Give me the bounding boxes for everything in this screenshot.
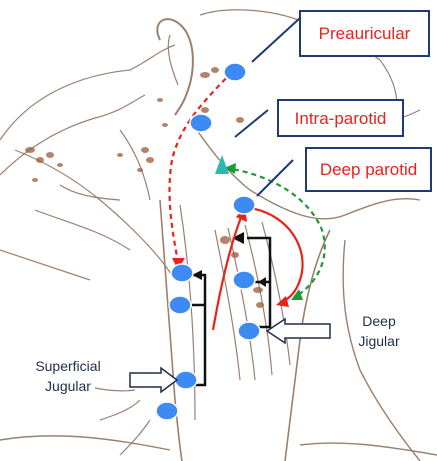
intraparotid-triangle-icon bbox=[215, 155, 229, 174]
deep-jugular-node-2 bbox=[237, 321, 261, 341]
intraparotid-node bbox=[189, 113, 213, 133]
superficial-jugular-label: Superficial Jugular bbox=[35, 358, 101, 394]
deep-jugular-node-1 bbox=[232, 270, 256, 290]
superficial-jugular-node-1 bbox=[170, 263, 194, 283]
superficial-jugular-node-3 bbox=[174, 370, 198, 390]
label-leader-lines bbox=[234, 17, 301, 197]
preauricular-node bbox=[223, 62, 247, 82]
preauricular-label: Preauricular bbox=[299, 10, 430, 57]
intraparotid-green-arrow bbox=[224, 163, 326, 300]
intra-parotid-label: Intra-parotid bbox=[277, 99, 404, 137]
superficial-jugular-callout-arrow-icon bbox=[129, 366, 179, 394]
lymph-nodes bbox=[155, 62, 261, 421]
deep-parotid-node bbox=[232, 195, 256, 215]
deep-parotid-red-arrow bbox=[249, 206, 304, 307]
bracket-arrowheads bbox=[192, 232, 266, 287]
deep-jugular-callout-arrow-icon bbox=[265, 317, 331, 345]
deep-jugular-label: Deep Jigular bbox=[358, 313, 400, 349]
superficial-jugular-node-2 bbox=[168, 295, 192, 315]
gland-shapes bbox=[25, 67, 264, 308]
superficial-jugular-node-4 bbox=[155, 401, 179, 421]
deep-parotid-label: Deep parotid bbox=[305, 147, 432, 192]
